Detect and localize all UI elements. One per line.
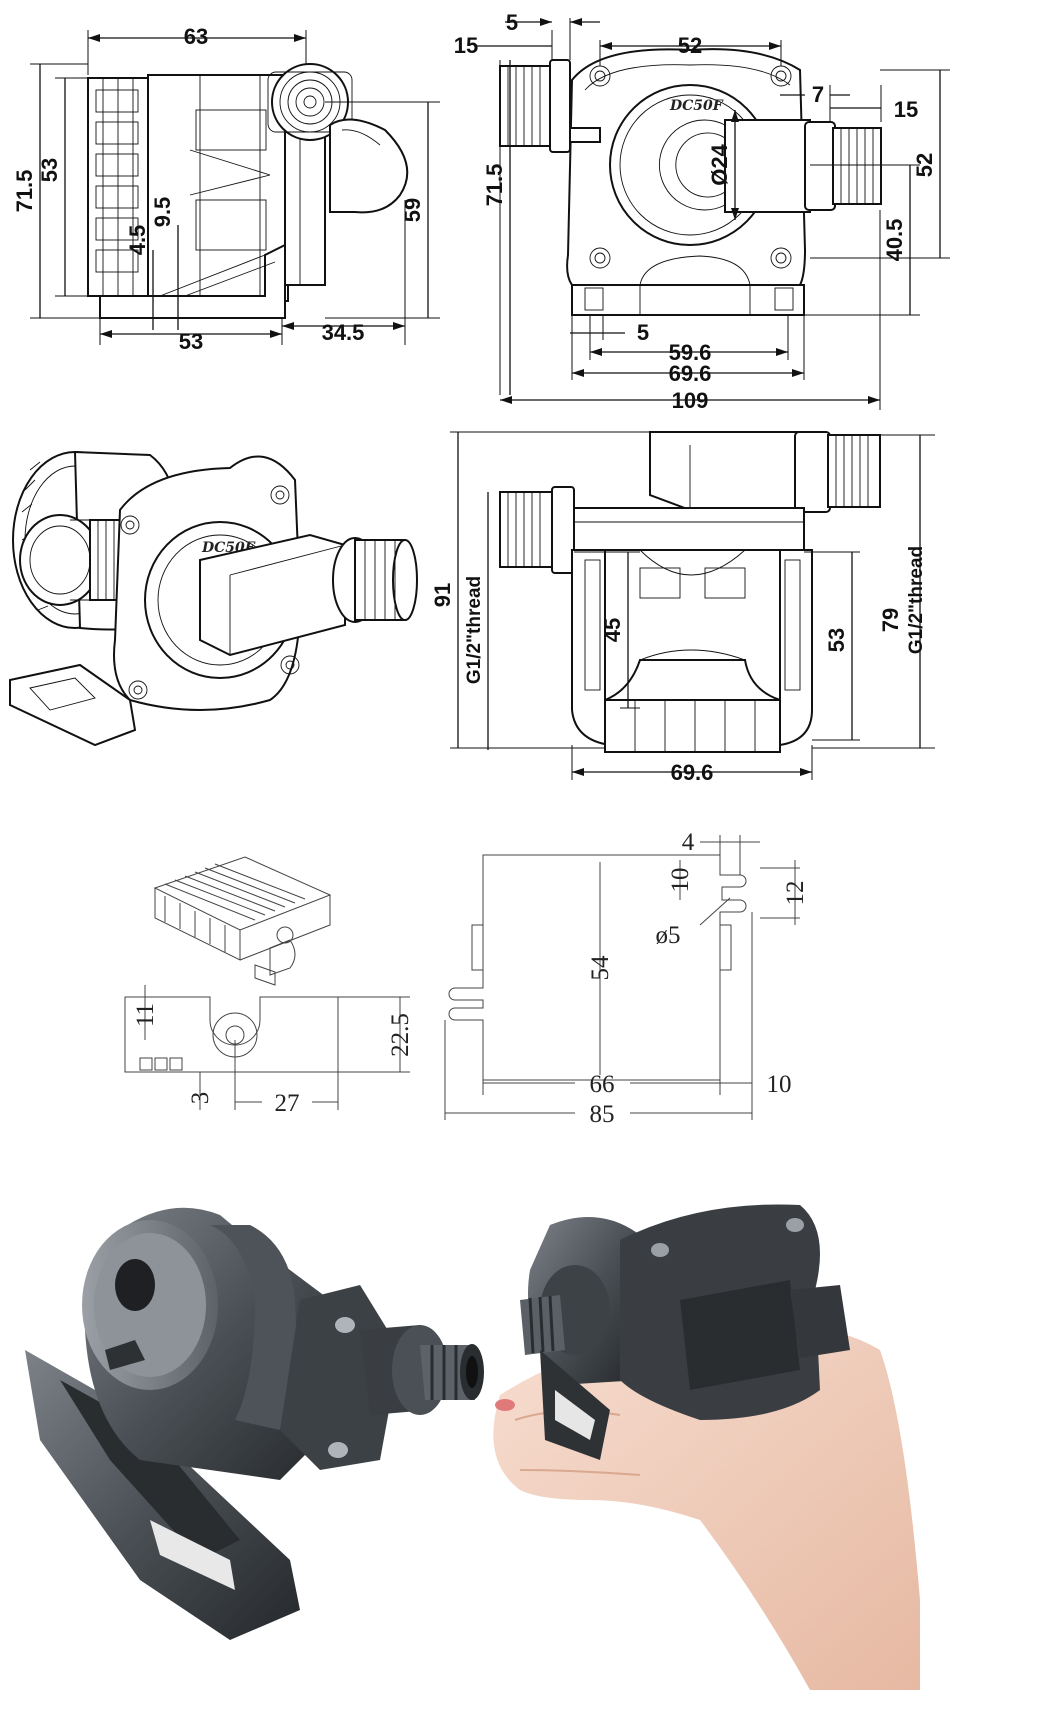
dim-front-59-6: 59.6 [669, 340, 712, 365]
pump-dome [329, 118, 409, 214]
dim-front-40-5: 40.5 [882, 219, 907, 262]
dim-side-59: 59 [400, 198, 425, 222]
iso-view: DC50F [9, 450, 418, 747]
dim-br-3: 3 [187, 1092, 214, 1105]
front-feet [571, 284, 805, 316]
dim-front-71-5: 71.5 [482, 164, 507, 207]
dim-br-22-5: 22.5 [387, 1013, 414, 1057]
top-inlet-thread [499, 486, 575, 574]
dim-bt-10: 10 [667, 868, 694, 893]
motor-ribs [87, 77, 149, 297]
outlet-port-end [267, 63, 353, 141]
photo-pump-hand [493, 1204, 920, 1690]
bracket-side: 11 22.5 3 27 [124, 985, 414, 1117]
dim-front-5: 5 [506, 10, 518, 35]
dim-side-9-5: 9.5 [150, 197, 175, 228]
dim-bt-54: 54 [587, 955, 614, 981]
dim-bt-dia5: ø5 [656, 922, 681, 949]
dim-front-109: 109 [672, 388, 709, 413]
dim-front-15: 15 [454, 33, 478, 58]
dim-bt-4: 4 [682, 829, 695, 856]
dim-side-34-5: 34.5 [322, 320, 365, 345]
top-view: 91 G1/2"thread 45 53 79 G1/2"thread 69.6 [430, 431, 935, 785]
dim-top-79: 79 [878, 608, 903, 632]
outlet-thread [804, 121, 882, 211]
top-outlet-thread [794, 431, 881, 513]
photo-pump-left [25, 1207, 484, 1640]
top-ribbed-end [604, 699, 781, 753]
dim-br-11: 11 [132, 1003, 159, 1027]
logo-front: DC50F [669, 98, 724, 114]
dim-side-4-5: 4.5 [125, 225, 150, 256]
bracket-top: 4 10 12 ø5 54 66 10 85 [444, 829, 809, 1128]
iso-outlet-thread [332, 537, 418, 623]
dim-front-52: 52 [678, 33, 702, 58]
dim-front-15b: 15 [894, 97, 918, 122]
dim-top-45: 45 [600, 618, 625, 642]
iso-bracket [9, 663, 137, 747]
dim-bt-12: 12 [782, 881, 809, 906]
dim-top-91: 91 [430, 583, 455, 607]
thread-left: G1/2"thread [464, 576, 485, 684]
dim-side-63: 63 [184, 24, 208, 49]
dim-front-7: 7 [812, 82, 824, 107]
front-view: DC50F 15 [454, 10, 950, 413]
dim-top-69-6: 69.6 [671, 760, 714, 785]
dim-top-53: 53 [824, 628, 849, 652]
dim-side-53: 53 [37, 158, 62, 182]
iso-inlet [19, 514, 121, 606]
dim-side-53b: 53 [179, 329, 203, 354]
inlet-thread [499, 59, 601, 153]
dim-side-71-5: 71.5 [12, 170, 37, 213]
bracket-iso [153, 856, 332, 986]
iso-outlet-block [199, 533, 346, 657]
dim-br-27: 27 [275, 1090, 300, 1117]
outlet-block [724, 119, 811, 213]
top-plate [573, 507, 805, 551]
dim-bt-66: 66 [590, 1071, 615, 1098]
side-view: 63 71.5 53 4.5 9.5 59 53 34.5 [12, 24, 440, 354]
thread-right: G1/2"thread [906, 546, 927, 654]
top-bracket [571, 549, 813, 746]
dim-front-69-6: 69.6 [669, 361, 712, 386]
dim-front-dia24: Ø24 [707, 143, 732, 185]
dim-bt-85: 85 [590, 1101, 615, 1128]
dim-front-5b: 5 [637, 320, 649, 345]
dim-bt-10b: 10 [767, 1071, 792, 1098]
